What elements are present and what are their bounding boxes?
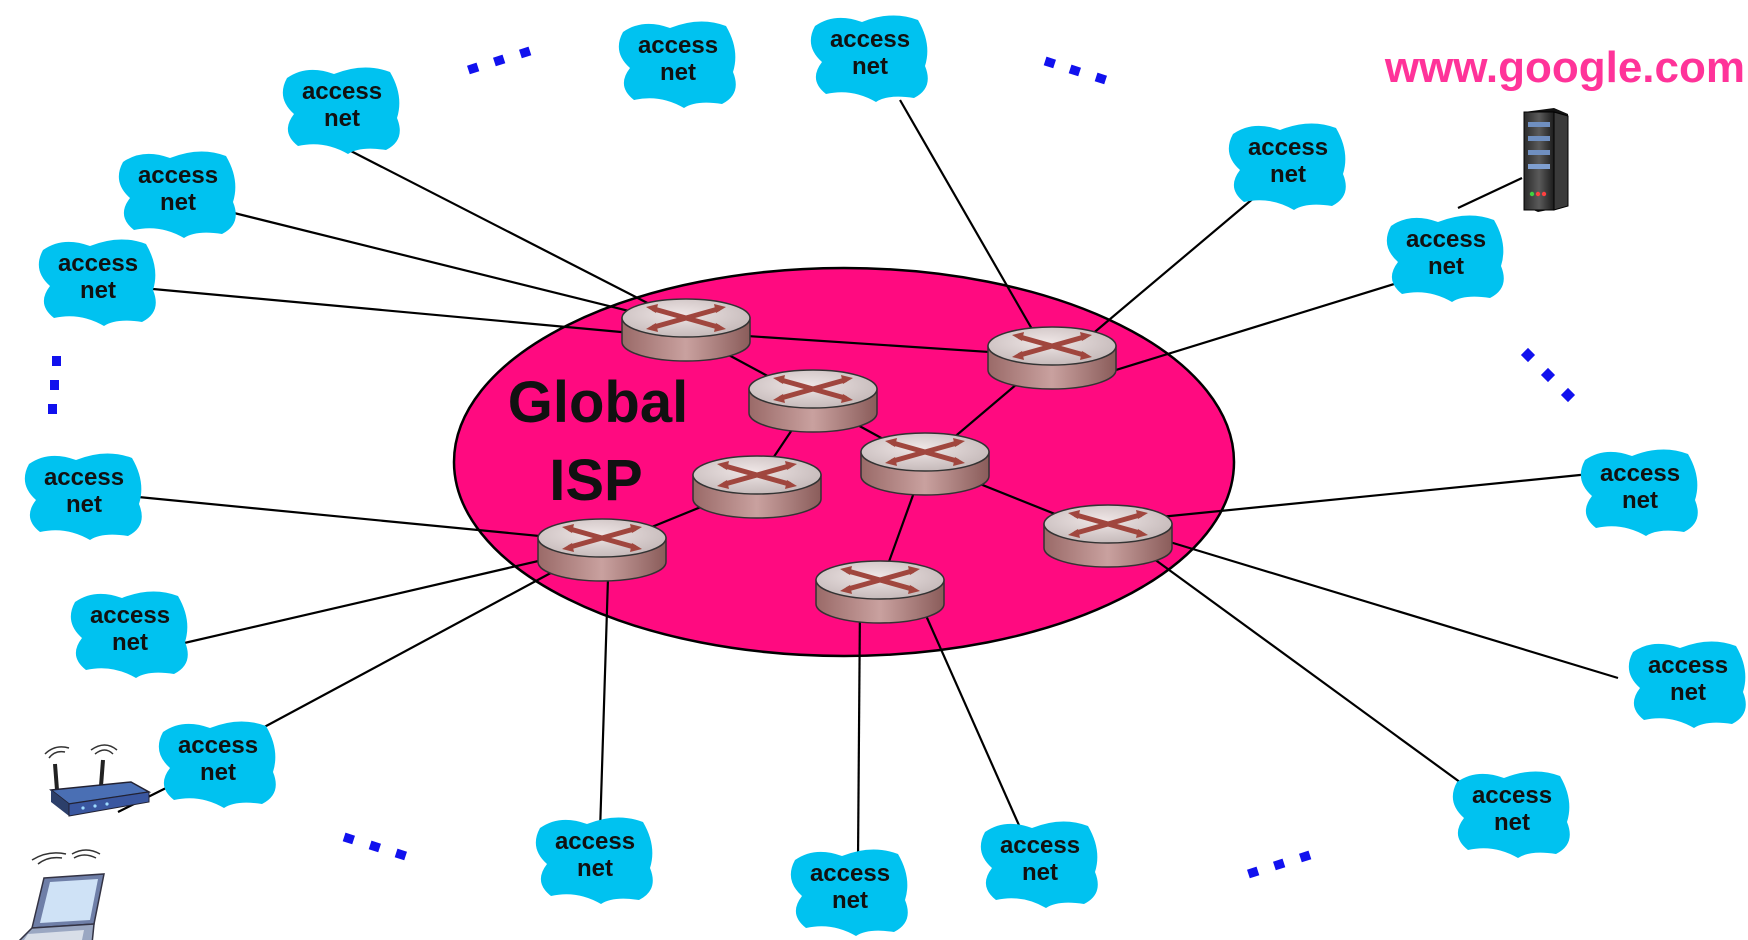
access-net-label: net bbox=[1494, 809, 1530, 836]
ellipsis-bottom-left bbox=[342, 832, 407, 861]
router-icon bbox=[749, 370, 877, 432]
access-net-label: access bbox=[1600, 460, 1680, 487]
access-net-label: net bbox=[1622, 487, 1658, 514]
access-net-label: net bbox=[1022, 859, 1058, 886]
access-net-label: access bbox=[1248, 134, 1328, 161]
ellipsis-bottom-right bbox=[1247, 850, 1312, 879]
access-net-label: access bbox=[44, 464, 124, 491]
access-net-label: access bbox=[555, 828, 635, 855]
access-net: access net bbox=[810, 15, 928, 102]
ellipsis-top-left bbox=[467, 46, 532, 75]
access-net-label: net bbox=[112, 629, 148, 656]
access-net-label: net bbox=[66, 491, 102, 518]
router-icon bbox=[1044, 505, 1172, 567]
access-net-label: access bbox=[1000, 832, 1080, 859]
access-net: access net bbox=[790, 849, 908, 936]
isp-label-line1: Global bbox=[508, 370, 688, 435]
access-net-label: net bbox=[577, 855, 613, 882]
access-net-label: net bbox=[200, 759, 236, 786]
access-net: access net bbox=[24, 453, 142, 540]
access-net: access net bbox=[70, 591, 188, 678]
access-net: access net bbox=[1452, 771, 1570, 858]
access-net: access net bbox=[980, 821, 1098, 908]
access-net: access net bbox=[118, 151, 236, 238]
ellipsis-left bbox=[48, 356, 61, 414]
ellipsis-markers bbox=[48, 46, 1576, 879]
access-net-label: access bbox=[1472, 782, 1552, 809]
access-net: access net bbox=[618, 21, 736, 108]
access-net-label: access bbox=[638, 32, 718, 59]
access-net: access net bbox=[1628, 641, 1746, 728]
router-icon bbox=[816, 561, 944, 623]
access-net-label: net bbox=[160, 189, 196, 216]
access-net: access net bbox=[1228, 123, 1346, 210]
router-icon bbox=[988, 327, 1116, 389]
access-net-label: access bbox=[178, 732, 258, 759]
access-net: access net bbox=[158, 721, 276, 808]
access-net: access net bbox=[535, 817, 653, 904]
access-net-label: access bbox=[58, 250, 138, 277]
wireless-router-icon bbox=[44, 744, 152, 817]
access-net-label: access bbox=[302, 78, 382, 105]
access-net: access net bbox=[1580, 449, 1698, 536]
ellipsis-right bbox=[1520, 347, 1576, 403]
router-icon bbox=[538, 519, 666, 581]
access-net: access net bbox=[282, 67, 400, 154]
access-net-label: access bbox=[138, 162, 218, 189]
server-icon bbox=[1523, 108, 1569, 212]
access-net-label: access bbox=[830, 26, 910, 53]
access-net-label: net bbox=[660, 59, 696, 86]
access-net-label: net bbox=[324, 105, 360, 132]
access-net-label: net bbox=[1270, 161, 1306, 188]
server-to-access-link bbox=[1457, 177, 1523, 209]
access-net-label: net bbox=[1428, 253, 1464, 280]
access-net-label: net bbox=[852, 53, 888, 80]
router-icon bbox=[693, 456, 821, 518]
access-net-label: net bbox=[80, 277, 116, 304]
access-net-label: net bbox=[1670, 679, 1706, 706]
access-net: access net bbox=[1386, 215, 1504, 302]
access-links bbox=[117, 99, 1619, 861]
access-net: access net bbox=[38, 239, 156, 326]
router-icon bbox=[861, 433, 989, 495]
ellipsis-top-right bbox=[1043, 56, 1107, 85]
router-icon bbox=[622, 299, 750, 361]
website-label: www.google.com bbox=[1384, 43, 1745, 92]
isp-label-line2: ISP bbox=[549, 448, 643, 513]
access-net-label: access bbox=[1648, 652, 1728, 679]
access-net-label: net bbox=[832, 887, 868, 914]
access-net-label: access bbox=[1406, 226, 1486, 253]
access-net-label: access bbox=[90, 602, 170, 629]
access-net-label: access bbox=[810, 860, 890, 887]
laptop-icon bbox=[18, 849, 105, 940]
